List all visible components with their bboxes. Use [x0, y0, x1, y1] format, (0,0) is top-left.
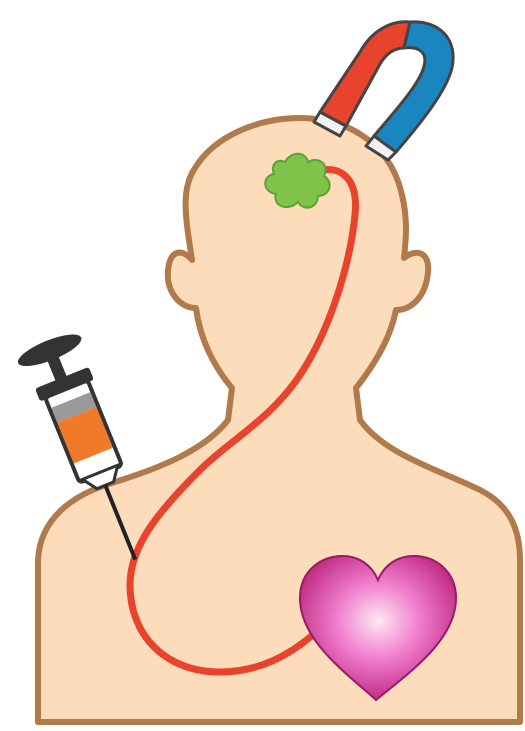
person-silhouette [38, 118, 520, 722]
